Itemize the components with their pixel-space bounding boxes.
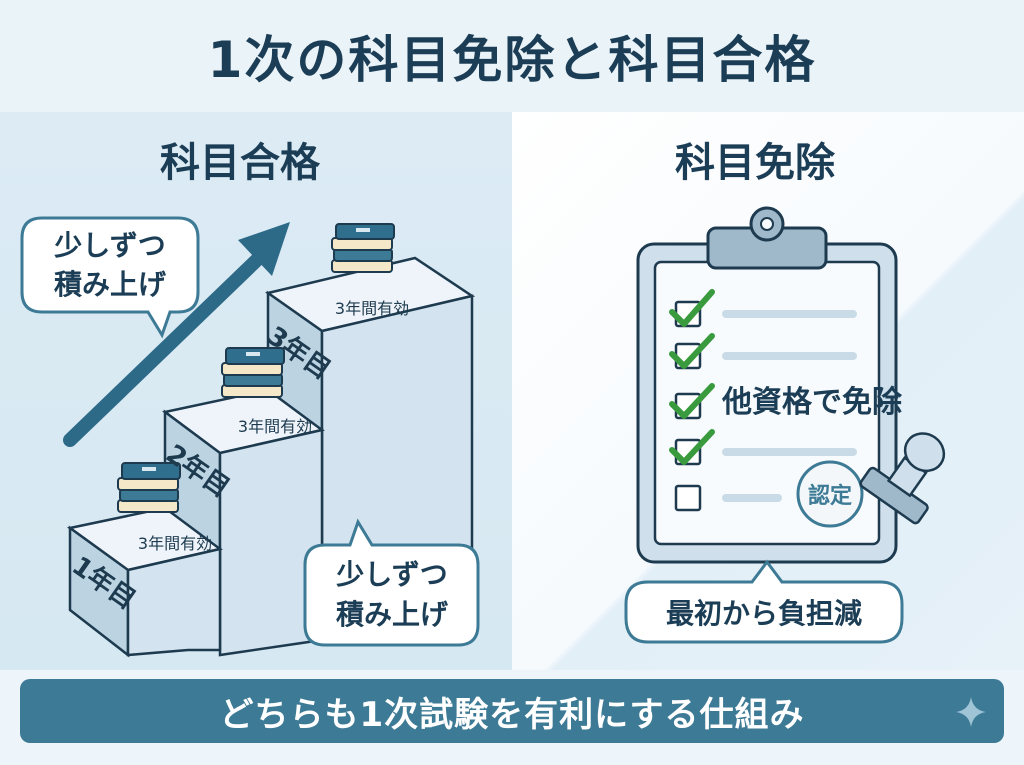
growth-arrow [63,222,290,447]
page-title: 1次の科目免除と科目合格 [207,31,817,89]
speech-bubble-top: 少しずつ 積み上げ [20,216,200,339]
step-2-validity: 3年間有効 [238,417,312,436]
step-1-validity: 3年間有効 [138,534,212,553]
checklist-exempt-label: 他資格で免除 [721,385,903,420]
book-stack-1 [117,462,181,513]
right-heading: 科目免除 [675,140,835,186]
speech-bubble-bottom: 少しずつ 積み上げ [303,518,480,647]
bubble-bottom-line1: 少しずつ [336,558,447,591]
speech-bubble-right: 最初から負担減 [624,559,904,644]
title-bar: 1次の科目免除と科目合格 [0,0,1024,112]
step-2 [162,388,325,657]
bubble-bottom-line2: 積み上げ [336,598,449,631]
footer-banner: どちらも1次試験を有利にする仕組み [20,679,1004,743]
step-1 [66,506,223,658]
bubble-top-line2: 積み上げ [54,268,167,301]
book-stack-3 [331,223,395,273]
left-heading: 科目合格 [160,140,320,186]
stamp-icon: 認定 [796,432,946,528]
step-3-validity: 3年間有効 [335,299,409,318]
footer-text: どちらも1次試験を有利にする仕組み [219,694,805,735]
sparkle-icon [956,697,986,727]
stamp-text: 認定 [808,483,852,509]
bubble-right-text: 最初から負担減 [666,597,862,630]
bubble-top-line1: 少しずつ [54,229,165,262]
book-stack-2 [221,347,285,398]
